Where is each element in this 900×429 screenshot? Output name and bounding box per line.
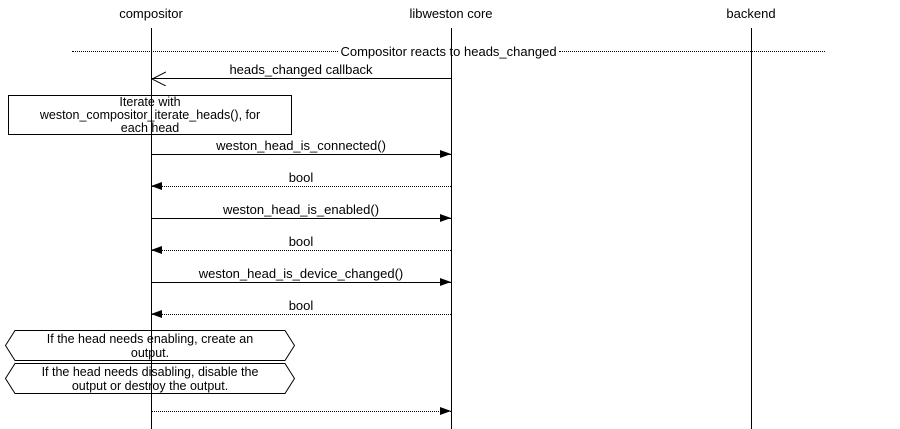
message-line	[151, 407, 451, 415]
message-bool-return-1: bool	[151, 170, 451, 190]
note-head-needs-disabling: If the head needs disabling, disable the…	[5, 363, 295, 394]
message-line	[151, 71, 451, 86]
message-bool-return-2: bool	[151, 234, 451, 254]
message-label: bool	[288, 170, 314, 185]
message-line	[151, 278, 451, 286]
message-weston-head-is-device-changed: weston_head_is_device_changed()	[151, 266, 451, 286]
message-bool-return-3: bool	[151, 298, 451, 318]
note-line-2: weston_compositor_iterate_heads(), for	[39, 107, 261, 122]
note-line-2: output.	[130, 345, 170, 360]
note-line-1: Iterate with	[119, 94, 181, 109]
participant-compositor: compositor	[119, 6, 183, 21]
message-label: bool	[288, 234, 314, 249]
message-line	[151, 182, 451, 190]
arrowhead-filled-left-icon	[151, 182, 162, 190]
divider-compositor-reacts: Compositor reacts to heads_changed	[72, 43, 826, 59]
lifeline-compositor	[151, 28, 152, 429]
note-line-3: each head	[120, 120, 180, 135]
message-line	[151, 246, 451, 254]
arrowhead-filled-right-icon	[440, 214, 451, 222]
message-label: weston_head_is_enabled()	[222, 202, 380, 217]
arrowhead-filled-right-icon	[440, 278, 451, 286]
message-label: weston_head_is_device_changed()	[198, 266, 404, 281]
divider-line-left	[72, 50, 339, 52]
message-label: bool	[288, 298, 314, 313]
divider-label: Compositor reacts to heads_changed	[340, 43, 557, 59]
message-final-return	[151, 407, 451, 415]
message-weston-head-is-enabled: weston_head_is_enabled()	[151, 202, 451, 222]
message-line	[151, 310, 451, 318]
hexagon-shape	[5, 363, 295, 394]
message-label: heads_changed callback	[229, 62, 373, 77]
participant-libweston-core: libweston core	[409, 6, 493, 21]
divider-line-right	[558, 50, 826, 52]
message-label: weston_head_is_connected()	[216, 138, 386, 153]
message-line	[151, 150, 451, 158]
arrowhead-filled-left-icon	[151, 310, 162, 318]
arrowhead-open-left-icon	[151, 71, 166, 86]
lifeline-backend	[751, 28, 752, 429]
arrowhead-filled-right-icon	[440, 407, 451, 415]
message-heads-changed-callback: heads_changed callback	[151, 62, 451, 86]
lifeline-libweston-core	[451, 28, 452, 429]
note-head-needs-enabling: If the head needs enabling, create an ou…	[5, 330, 295, 361]
note-iterate-heads: Iterate with weston_compositor_iterate_h…	[8, 95, 292, 135]
arrowhead-filled-left-icon	[151, 246, 162, 254]
hexagon-shape	[5, 330, 295, 361]
message-line	[151, 214, 451, 222]
note-line-1: If the head needs enabling, create an	[46, 331, 254, 346]
message-weston-head-is-connected: weston_head_is_connected()	[151, 138, 451, 158]
note-line-1: If the head needs disabling, disable the	[41, 364, 259, 379]
participant-backend: backend	[726, 6, 776, 21]
arrowhead-filled-right-icon	[440, 150, 451, 158]
note-line-2: output or destroy the output.	[71, 378, 229, 393]
